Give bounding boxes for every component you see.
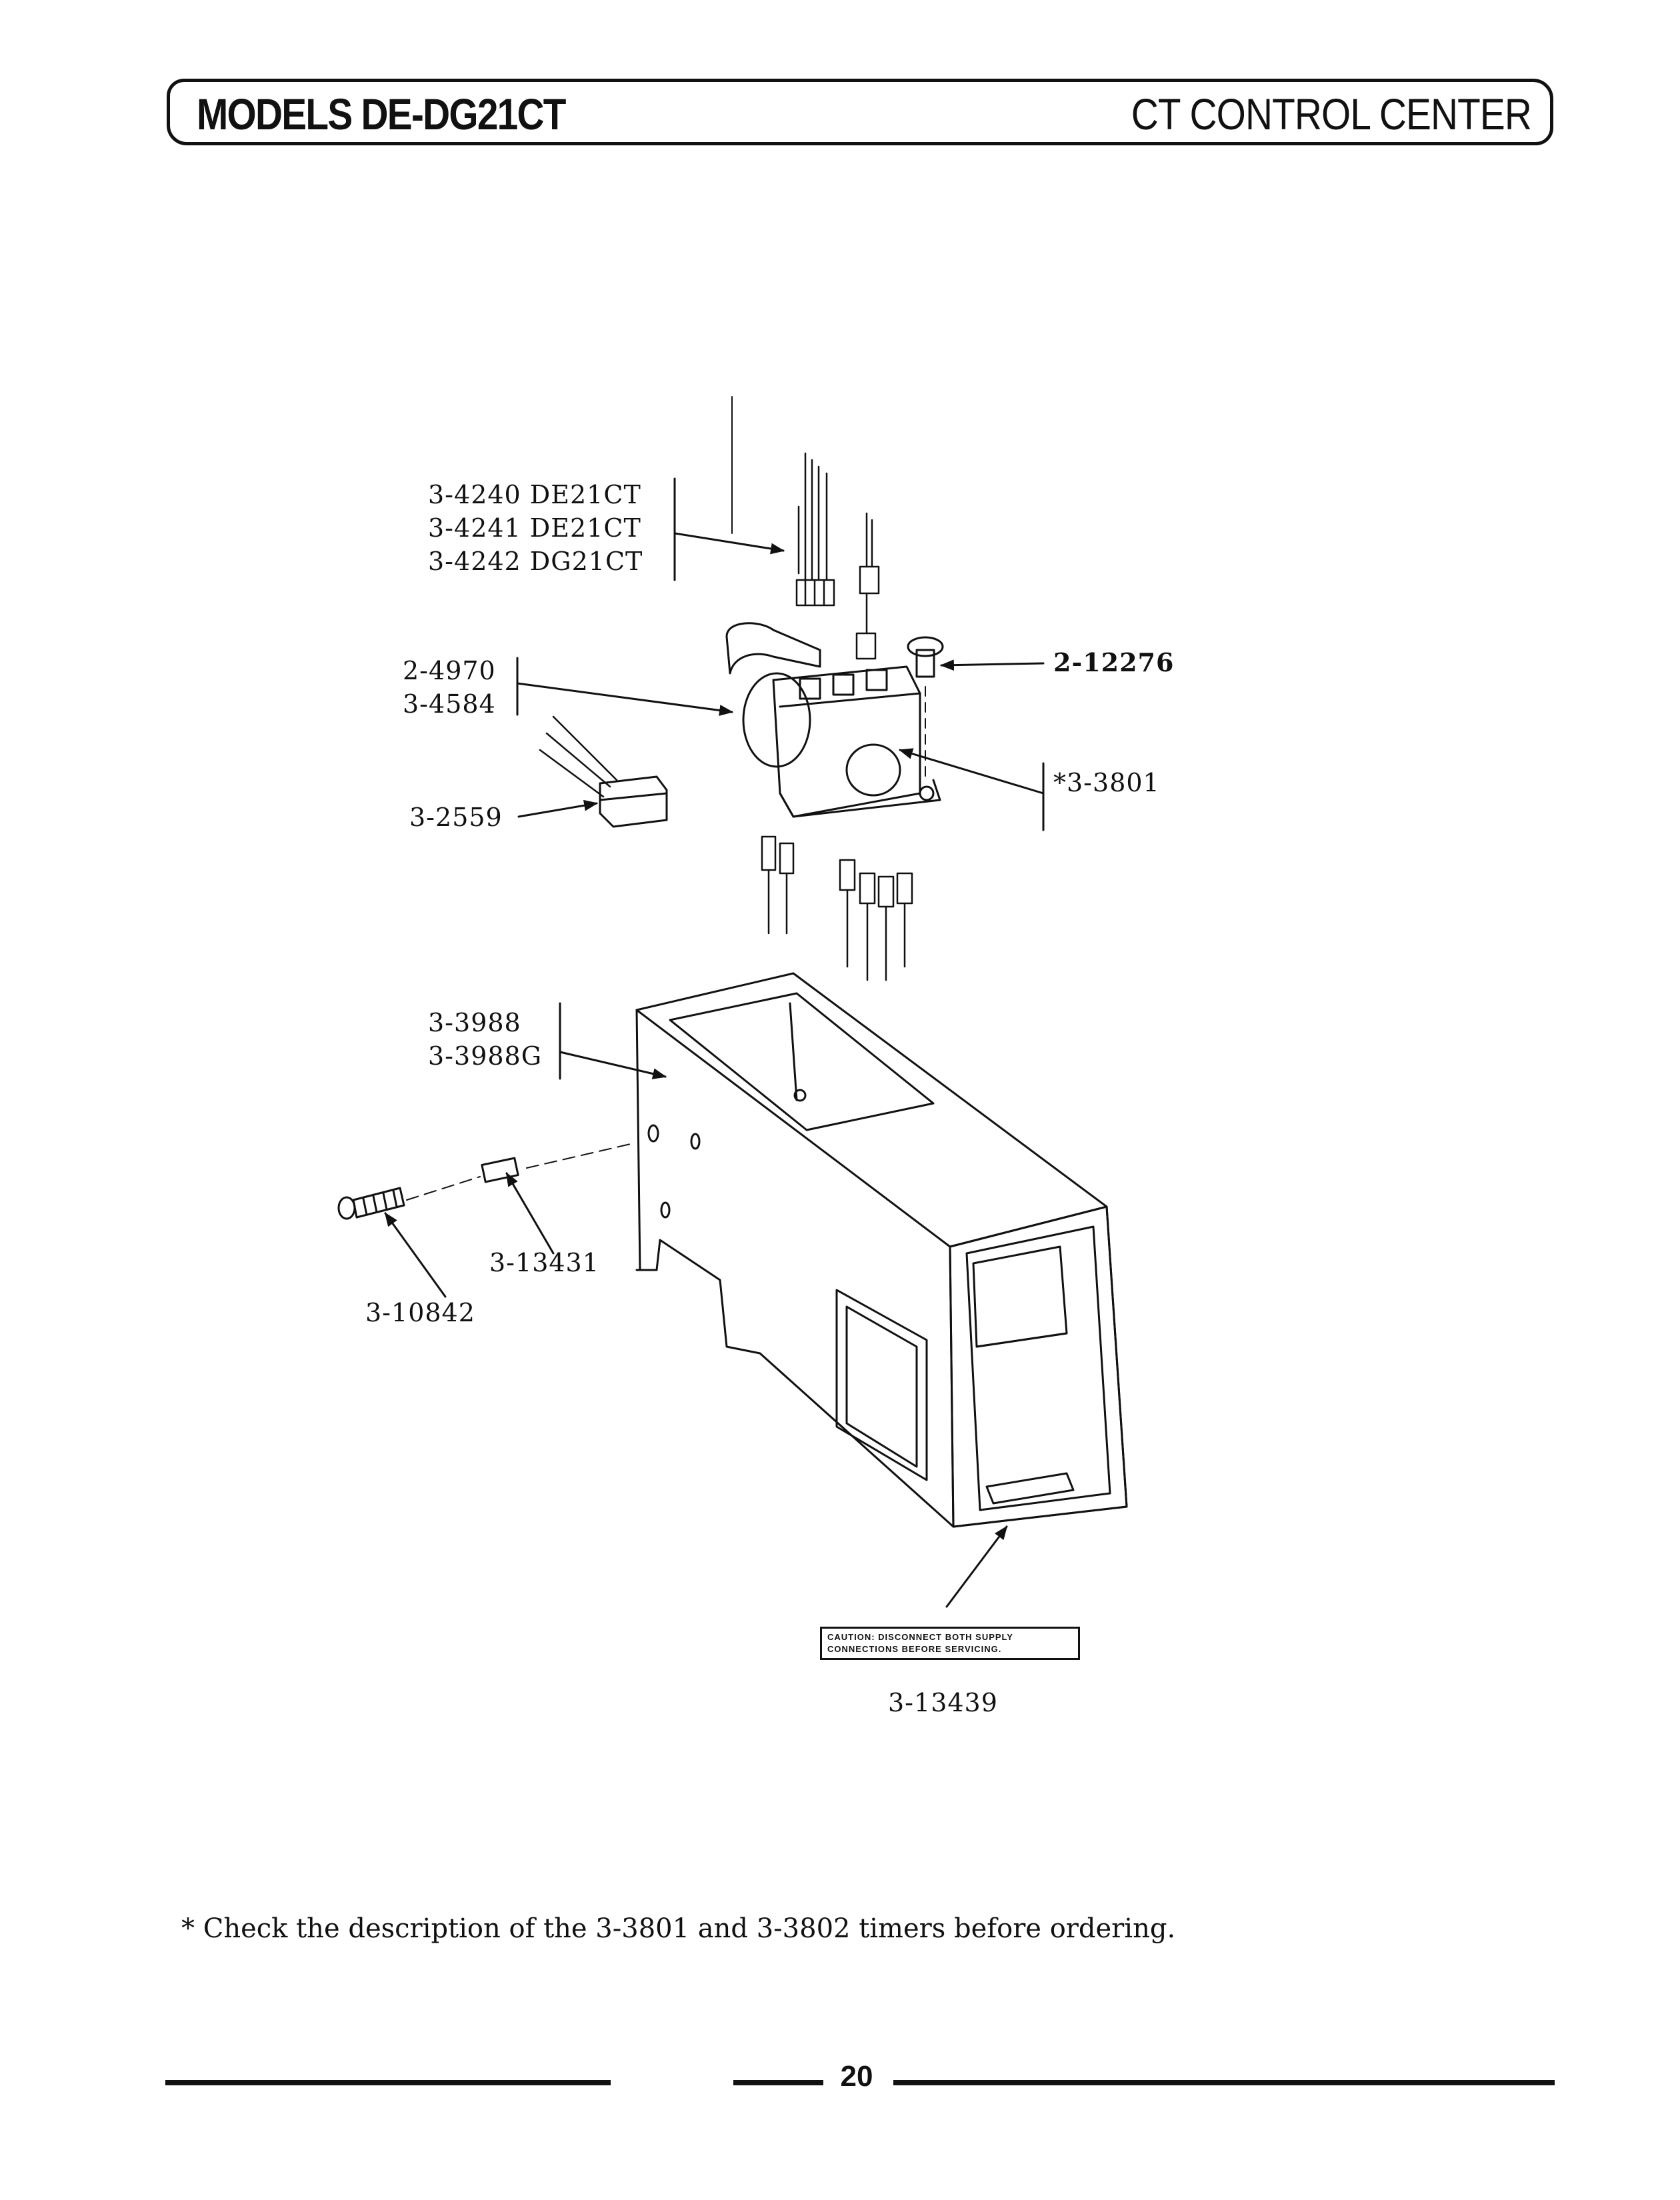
- callout-motor-2-4970: 2-4970: [403, 656, 496, 685]
- leader-screw: [939, 659, 1045, 671]
- callout-harness-3-4242: 3-4242 DG21CT: [428, 547, 643, 576]
- footer-rule-left: [165, 2080, 611, 2085]
- leader-connector: [517, 799, 599, 818]
- callout-spacer-3-13431: 3-13431: [489, 1248, 599, 1277]
- leader-bolt: [384, 1212, 447, 1298]
- callout-housing-3-3988G: 3-3988G: [428, 1041, 543, 1071]
- caution-line-2: CONNECTIONS BEFORE SERVICING.: [827, 1644, 1002, 1654]
- callout-housing-3-3988: 3-3988: [428, 1008, 521, 1037]
- lower-wire-terminals: [761, 835, 913, 981]
- callout-motor-3-4584: 3-4584: [403, 689, 496, 719]
- callout-connector-3-2559: 3-2559: [409, 803, 503, 832]
- footer-rule-center: [733, 2080, 823, 2085]
- page-number: 20: [840, 2060, 873, 2093]
- screw-2-12276: [907, 636, 944, 781]
- leader-caution-label: [945, 1525, 1008, 1608]
- models-title: MODELS DE-DG21CT: [197, 89, 566, 139]
- wire-harness: [795, 452, 880, 660]
- page-header: MODELS DE-DG21CT CT CONTROL CENTER: [167, 79, 1553, 145]
- callout-timer-3-3801: *3-3801: [1053, 768, 1160, 797]
- timer-motor-assembly: [725, 622, 941, 818]
- callout-harness-3-4241: 3-4241 DE21CT: [428, 513, 641, 543]
- caution-label: CAUTION: DISCONNECT BOTH SUPPLY CONNECTI…: [820, 1627, 1080, 1660]
- leader-harness: [673, 532, 785, 555]
- control-center-housing: [635, 972, 1128, 1528]
- callout-screw-2-12276: 2-12276: [1053, 647, 1175, 677]
- leader-timer: [898, 748, 1045, 795]
- section-title: CT CONTROL CENTER: [1131, 89, 1532, 139]
- leader-housing: [559, 1051, 667, 1079]
- connector-3-2559: [539, 715, 668, 828]
- callout-caution-3-13439: 3-13439: [888, 1688, 998, 1717]
- callout-harness-3-4240: 3-4240 DE21CT: [428, 480, 641, 509]
- leader-spacer: [505, 1172, 555, 1255]
- callout-bolt-3-10842: 3-10842: [365, 1298, 475, 1327]
- caution-line-1: CAUTION: DISCONNECT BOTH SUPPLY: [827, 1632, 1013, 1642]
- footer-rule-right: [893, 2080, 1555, 2085]
- bolt-and-spacer: [337, 1143, 634, 1220]
- footnote: * Check the description of the 3-3801 an…: [181, 1913, 1176, 1944]
- leader-motor: [516, 682, 734, 716]
